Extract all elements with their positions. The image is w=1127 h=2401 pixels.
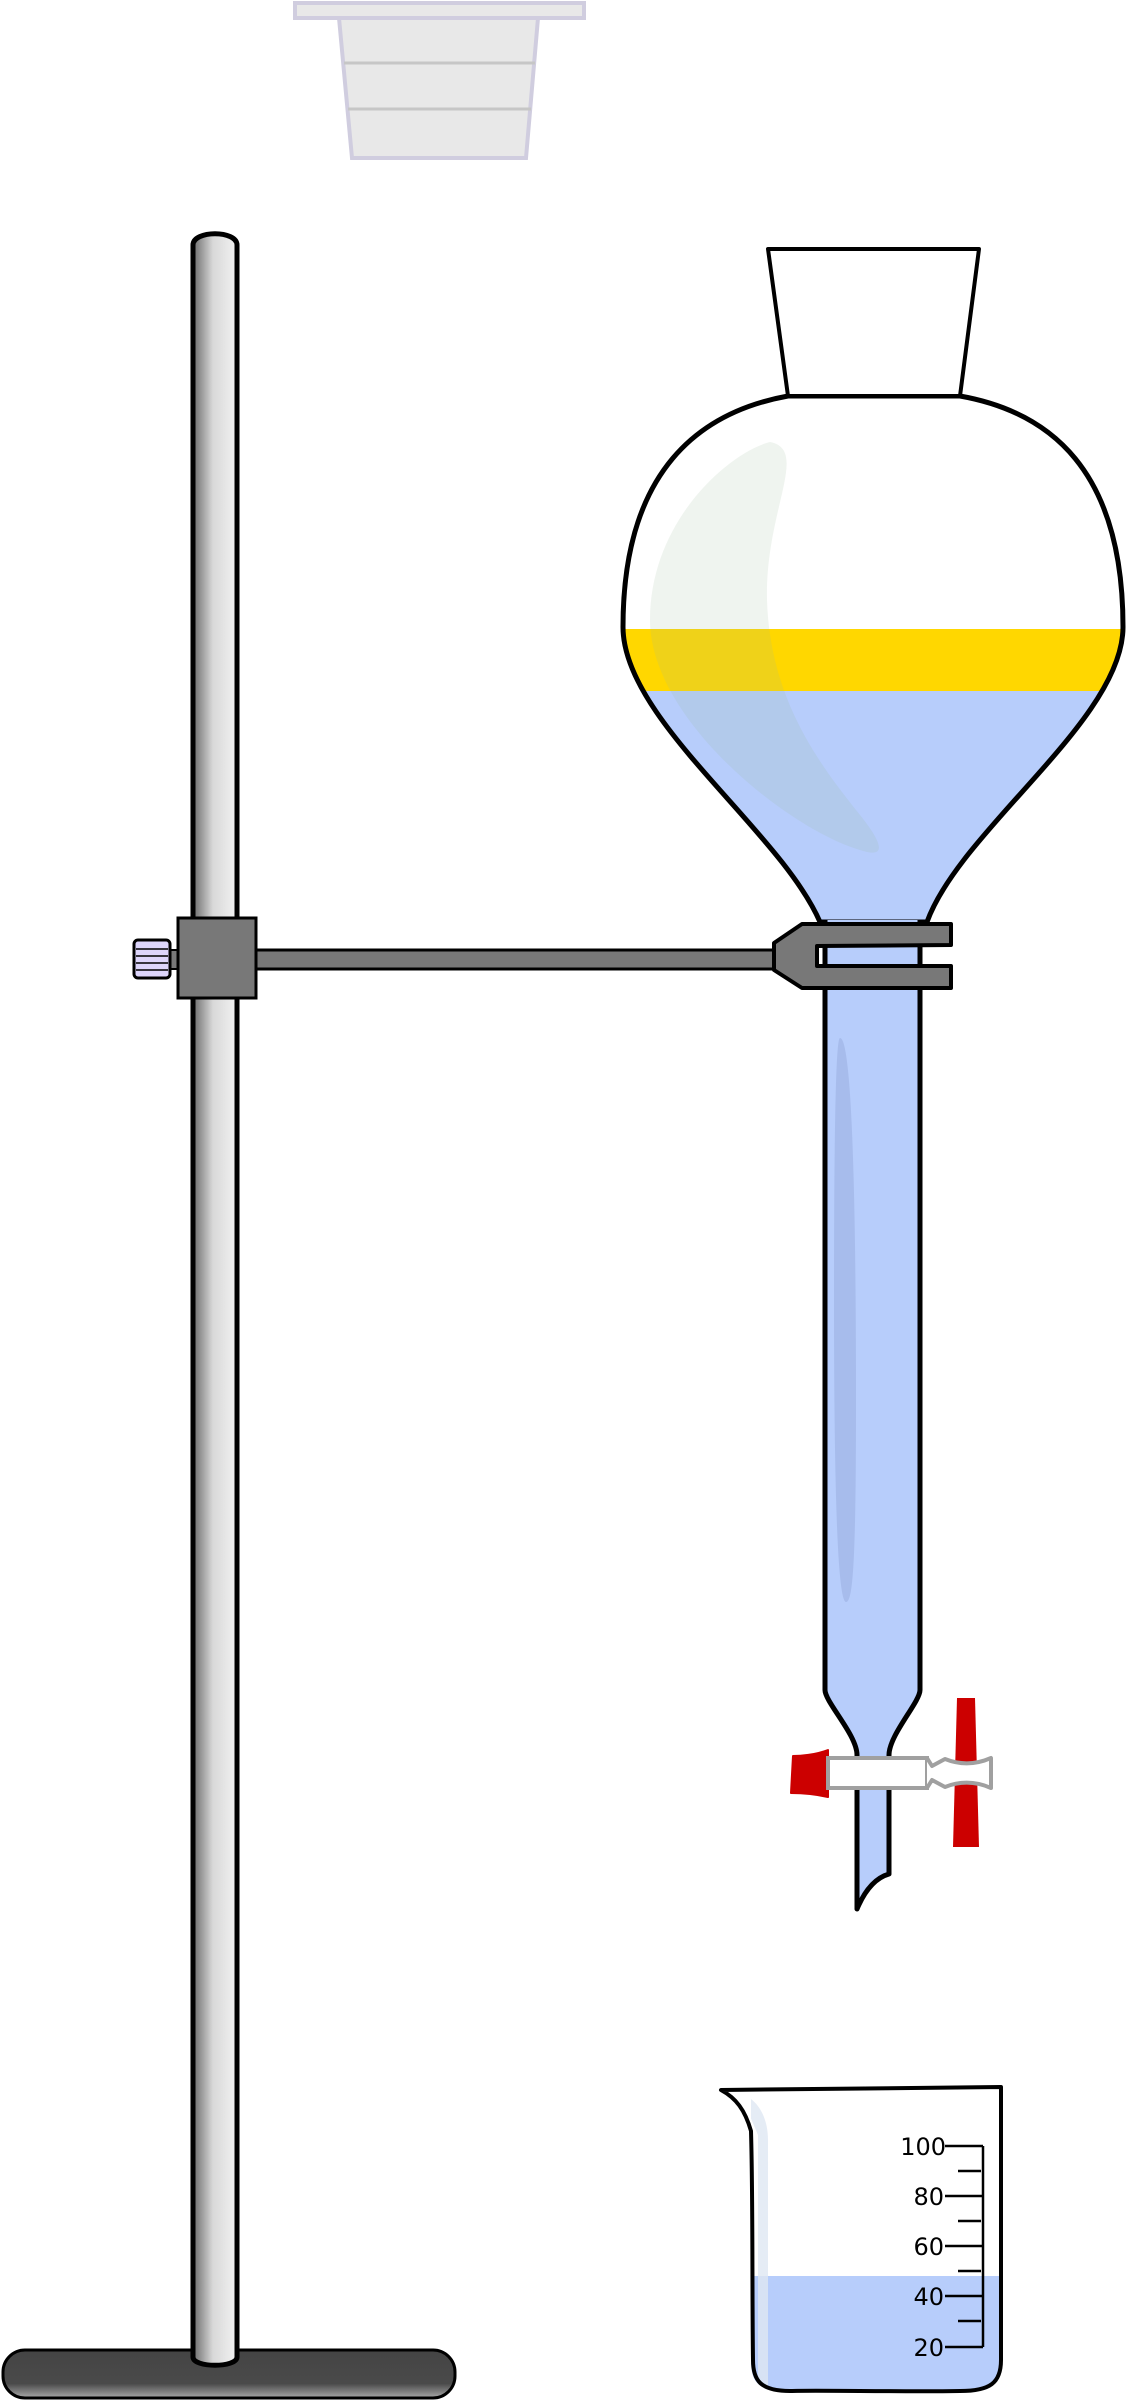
stopcock-barrel <box>826 1756 929 1790</box>
scale-label-80: 80 <box>913 2183 944 2211</box>
clamp-knob-icon[interactable] <box>132 938 172 980</box>
aqueous-layer <box>623 691 1123 922</box>
organic-layer <box>623 629 1123 691</box>
stand-rod <box>190 231 240 2368</box>
scale-label-20: 20 <box>913 2334 944 2362</box>
beaker-liquid <box>751 2276 1001 2391</box>
beaker: 100 80 60 40 20 <box>719 2085 1003 2394</box>
clamp-boss[interactable] <box>176 916 258 1000</box>
scale-label-60: 60 <box>913 2233 944 2261</box>
scale-label-100: 100 <box>900 2133 946 2161</box>
funnel-cup <box>293 1 586 160</box>
stopcock[interactable] <box>790 1698 993 1847</box>
clamp-jaw[interactable] <box>772 922 953 990</box>
clamp-arm <box>254 948 778 971</box>
glass-highlight <box>650 442 879 853</box>
separatory-funnel <box>620 393 1126 1912</box>
funnel-stem <box>822 920 923 1912</box>
stopcock-cap <box>790 1749 829 1798</box>
stopper[interactable] <box>766 247 981 398</box>
stem-highlight <box>834 1038 856 1602</box>
scale-label-40: 40 <box>913 2283 944 2311</box>
beaker-scale <box>945 2144 985 2349</box>
